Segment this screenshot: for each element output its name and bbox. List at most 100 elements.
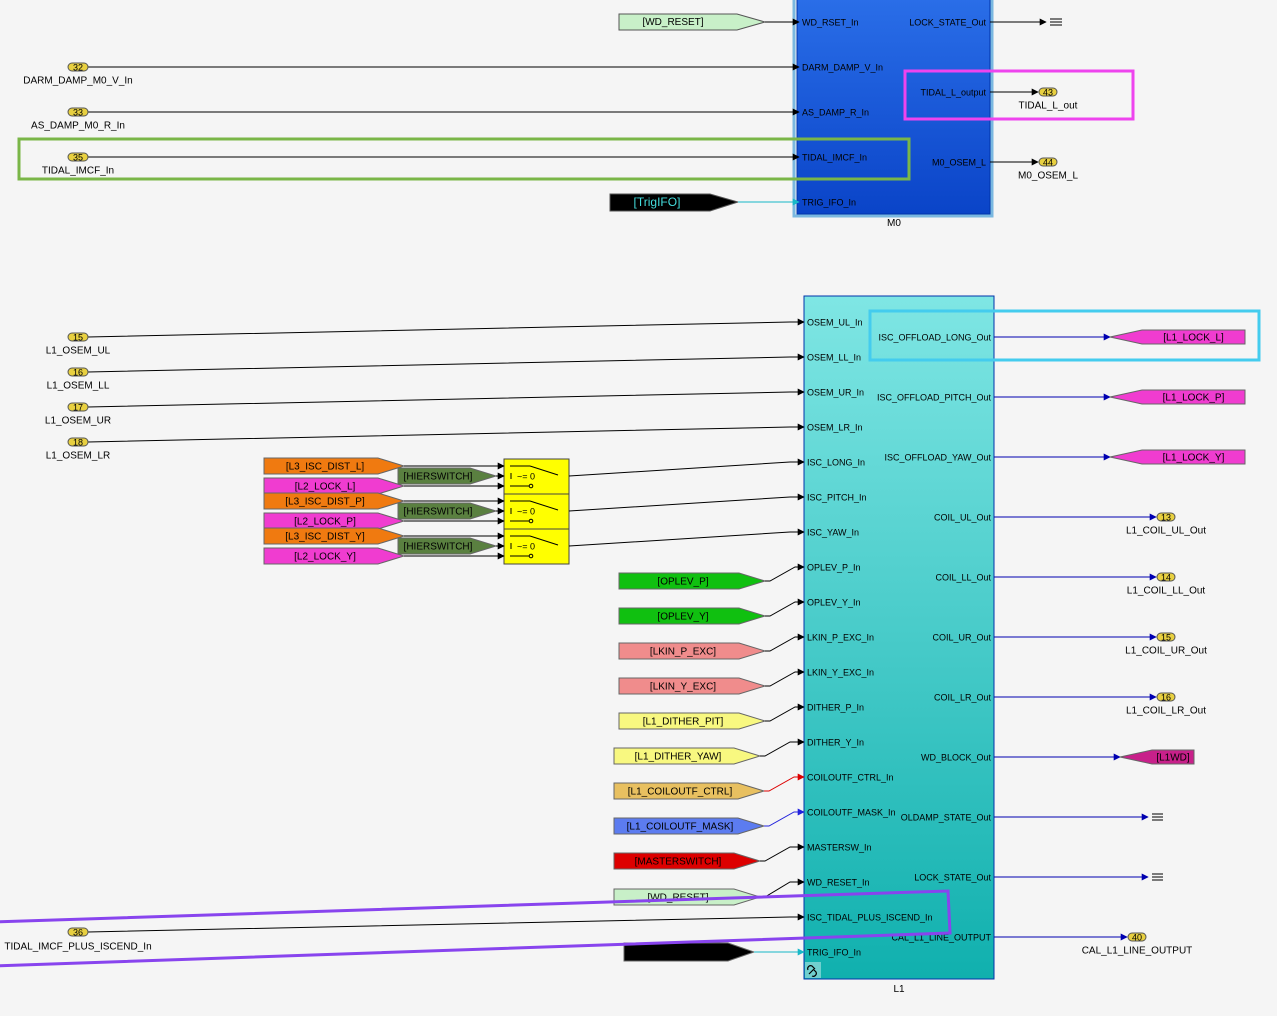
from-l1_coiloutf_mask[interactable]: [L1_COILOUTF_MASK] — [613, 817, 766, 835]
m0-selection-frame — [792, 0, 994, 218]
from-trigifo-m0[interactable] — [609, 193, 740, 212]
goto-l1_lock_y[interactable]: [L1_LOCK_Y] — [1109, 449, 1246, 465]
inport-number: 36 — [73, 928, 83, 938]
from-oplev_y[interactable]: [OPLEV_Y] — [618, 607, 767, 625]
tag-shape — [623, 942, 756, 962]
from-lkin_p_exc[interactable]: [LKIN_P_EXC] — [618, 642, 767, 660]
goto-wd-reset-m0[interactable] — [618, 13, 767, 31]
outport-number: 13 — [1161, 513, 1171, 523]
tag-label: [HIERSWITCH] — [404, 542, 473, 553]
inport-number: 17 — [73, 403, 83, 413]
from-l1_dither_pit[interactable]: [L1_DITHER_PIT] — [618, 712, 767, 730]
highlight-box-tidal-l-output — [903, 69, 1135, 121]
l1-subsystem-block[interactable] — [803, 295, 995, 980]
from-l1_dither_yaw[interactable]: [L1_DITHER_YAW] — [613, 747, 762, 765]
switch-block-1[interactable]: ~= 0 — [503, 493, 570, 530]
from-lkin_y_exc[interactable]: [LKIN_Y_EXC] — [618, 677, 767, 695]
tag-shape — [263, 527, 406, 545]
tag-shape — [263, 457, 406, 475]
goto-l1wd[interactable]: [L1WD] — [1119, 749, 1195, 765]
inport-name: L1_OSEM_LL — [47, 381, 110, 392]
from-l2_lock_p[interactable]: [L2_LOCK_P] — [263, 512, 406, 530]
link-icon — [805, 962, 821, 978]
m0-block-label: M0 — [887, 218, 901, 229]
tag-label: [L1_DITHER_PIT] — [643, 717, 724, 728]
l1-port-in-18: TRIG_IFO_In — [807, 948, 861, 958]
l1-port-in-1: OSEM_LL_In — [807, 353, 861, 363]
from-hierswitch-2[interactable]: [HIERSWITCH] — [397, 537, 498, 555]
l1-block-label: L1 — [893, 984, 905, 995]
switch-label: ~= 0 — [517, 542, 535, 552]
tag-label: [L3_ISC_DIST_L] — [286, 462, 365, 473]
from-l2_lock_y[interactable]: [L2_LOCK_Y] — [263, 547, 406, 565]
tag-shape — [397, 502, 498, 520]
l1-port-in-5: ISC_PITCH_In — [807, 493, 867, 503]
from-masterswitch[interactable]: [MASTERSWITCH] — [613, 852, 762, 870]
l1-port-out-3: COIL_UL_Out — [934, 513, 992, 523]
l1-port-out-7: WD_BLOCK_Out — [921, 753, 992, 763]
goto-l1_lock_l[interactable]: [L1_LOCK_L] — [1109, 329, 1246, 345]
tag-label: [L1_COILOUTF_MASK] — [627, 822, 734, 833]
tag-label: [OPLEV_P] — [657, 577, 708, 588]
inport-oval — [67, 927, 89, 937]
tag-shape — [397, 467, 498, 485]
from-l3_isc_dist_p[interactable]: [L3_ISC_DIST_P] — [263, 492, 406, 510]
tag-label: [MASTERSWITCH] — [635, 857, 722, 868]
switch-block-0[interactable]: ~= 0 — [503, 458, 570, 495]
tag-label: [OPLEV_Y] — [657, 612, 708, 623]
outport-oval — [1156, 572, 1176, 582]
from-l3_isc_dist_y[interactable]: [L3_ISC_DIST_Y] — [263, 527, 406, 545]
from-oplev_p[interactable]: [OPLEV_P] — [618, 572, 767, 590]
tag-label: [L1_LOCK_L] — [1163, 333, 1224, 344]
l1-port-in-3: OSEM_LR_In — [807, 423, 863, 433]
l1-port-out-4: COIL_LL_Out — [935, 573, 991, 583]
l1-port-out-0: ISC_OFFLOAD_LONG_Out — [878, 333, 991, 343]
from-l1_coiloutf_ctrl[interactable]: [L1_COILOUTF_CTRL] — [613, 782, 766, 800]
outport-number: 40 — [1132, 933, 1142, 943]
inport-name: DARM_DAMP_M0_V_In — [23, 76, 132, 87]
tag-label: [L1_LOCK_P] — [1163, 393, 1225, 404]
from-trigifo-l1[interactable]: [TrigIFO] — [623, 942, 756, 962]
l1-port-in-12: DITHER_Y_In — [807, 738, 864, 748]
outport-number: 14 — [1161, 573, 1171, 583]
inport-name: L1_OSEM_LR — [46, 451, 110, 462]
inport-oval — [67, 107, 89, 117]
outport-name: M0_OSEM_L — [1018, 171, 1078, 182]
from-l2_lock_l[interactable]: [L2_LOCK_L] — [263, 477, 406, 495]
outport-number: 16 — [1161, 693, 1171, 703]
goto-l1_lock_p[interactable]: [L1_LOCK_P] — [1109, 389, 1246, 405]
inport-oval — [67, 152, 89, 162]
tag-shape — [618, 607, 767, 625]
switch-block-2[interactable]: ~= 0 — [503, 528, 570, 565]
tag-shape — [263, 477, 406, 495]
from-l3_isc_dist_l[interactable]: [L3_ISC_DIST_L] — [263, 457, 406, 475]
l1-port-in-0: OSEM_UL_In — [807, 318, 863, 328]
tag-shape — [1109, 449, 1246, 465]
tag-label: [L2_LOCK_P] — [294, 517, 356, 528]
from-hierswitch-1[interactable]: [HIERSWITCH] — [397, 502, 498, 520]
outport-oval — [1156, 692, 1176, 702]
switch-body — [503, 528, 570, 565]
outport-name: L1_COIL_LL_Out — [1127, 586, 1206, 597]
m0-port-out-0: LOCK_STATE_Out — [909, 18, 986, 28]
inport-number: 33 — [73, 108, 83, 118]
l1-port-out-9: LOCK_STATE_Out — [914, 873, 991, 883]
m0-port-in-4: TRIG_IFO_In — [802, 198, 856, 208]
from-hierswitch-0[interactable]: [HIERSWITCH] — [397, 467, 498, 485]
l1-port-out-6: COIL_LR_Out — [934, 693, 992, 703]
